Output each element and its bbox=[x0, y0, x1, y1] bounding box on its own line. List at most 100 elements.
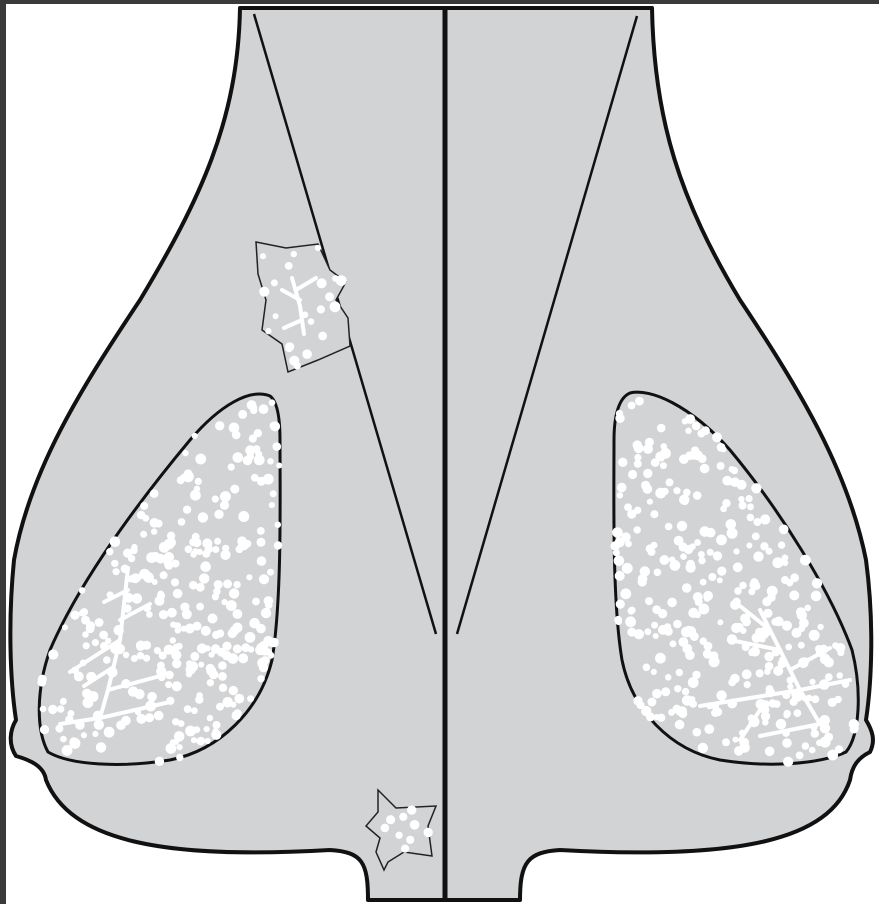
texture-dot bbox=[164, 539, 175, 550]
texture-dot bbox=[205, 545, 213, 553]
texture-dot bbox=[751, 483, 761, 493]
texture-dot bbox=[214, 538, 221, 545]
texture-dot bbox=[238, 653, 248, 663]
texture-dot bbox=[706, 528, 716, 538]
texture-dot bbox=[136, 714, 146, 724]
texture-dot bbox=[146, 611, 153, 618]
texture-dot bbox=[185, 546, 193, 554]
texture-dot bbox=[395, 832, 402, 839]
texture-dot bbox=[105, 638, 111, 644]
texture-dot bbox=[80, 608, 88, 616]
texture-dot bbox=[285, 344, 293, 352]
texture-dot bbox=[259, 663, 268, 672]
texture-dot bbox=[181, 626, 187, 632]
texture-dot bbox=[646, 712, 655, 721]
texture-dot bbox=[275, 522, 281, 528]
texture-dot bbox=[79, 587, 86, 594]
texture-dot bbox=[650, 510, 658, 518]
texture-dot bbox=[695, 598, 703, 606]
texture-dot bbox=[729, 466, 735, 472]
texture-dot bbox=[106, 548, 113, 555]
texture-dot bbox=[811, 730, 819, 738]
texture-dot bbox=[317, 305, 325, 313]
texture-dot bbox=[212, 546, 219, 553]
texture-dot bbox=[787, 684, 793, 690]
texture-dot bbox=[226, 600, 237, 611]
texture-dot bbox=[171, 578, 179, 586]
texture-dot bbox=[184, 705, 192, 713]
texture-dot bbox=[701, 426, 710, 435]
texture-dot bbox=[291, 251, 297, 257]
texture-dot bbox=[95, 619, 103, 627]
texture-dot bbox=[48, 649, 58, 659]
texture-dot bbox=[259, 287, 269, 297]
texture-dot bbox=[682, 688, 689, 695]
texture-dot bbox=[674, 685, 681, 692]
texture-dot bbox=[750, 647, 760, 657]
texture-dot bbox=[213, 721, 221, 729]
texture-dot bbox=[234, 694, 244, 704]
texture-dot bbox=[233, 581, 240, 588]
texture-dot bbox=[233, 452, 244, 463]
texture-dot bbox=[761, 712, 770, 721]
texture-dot bbox=[260, 253, 266, 259]
texture-dot bbox=[193, 622, 202, 631]
texture-dot bbox=[241, 643, 250, 652]
texture-dot bbox=[273, 313, 279, 319]
texture-dot bbox=[659, 455, 665, 461]
texture-dot bbox=[722, 738, 730, 746]
texture-dot bbox=[617, 483, 627, 493]
texture-dot bbox=[154, 711, 164, 721]
texture-dot bbox=[196, 603, 204, 611]
texture-dot bbox=[136, 642, 145, 651]
texture-dot bbox=[229, 423, 240, 434]
texture-dot bbox=[198, 512, 208, 522]
texture-dot bbox=[675, 720, 685, 730]
texture-dot bbox=[218, 661, 227, 670]
texture-dot bbox=[772, 557, 783, 568]
texture-dot bbox=[198, 662, 204, 668]
texture-dot bbox=[668, 709, 675, 716]
texture-dot bbox=[628, 470, 637, 479]
texture-dot bbox=[259, 574, 269, 584]
texture-dot bbox=[212, 593, 219, 600]
texture-dot bbox=[707, 549, 714, 556]
texture-dot bbox=[828, 698, 837, 707]
texture-dot bbox=[229, 588, 239, 598]
texture-dot bbox=[233, 644, 242, 653]
texture-dot bbox=[207, 715, 213, 721]
texture-dot bbox=[820, 737, 831, 748]
texture-dot bbox=[165, 681, 172, 688]
texture-dot bbox=[69, 738, 80, 749]
texture-dot bbox=[150, 489, 159, 498]
texture-dot bbox=[147, 692, 157, 702]
texture-dot bbox=[220, 491, 231, 502]
texture-dot bbox=[160, 571, 168, 579]
texture-dot bbox=[399, 813, 407, 821]
texture-dot bbox=[186, 671, 192, 677]
texture-dot bbox=[752, 533, 760, 541]
texture-dot bbox=[610, 541, 619, 550]
texture-dot bbox=[756, 669, 764, 677]
texture-dot bbox=[802, 742, 810, 750]
texture-dot bbox=[733, 548, 739, 554]
texture-dot bbox=[267, 458, 274, 465]
texture-dot bbox=[664, 623, 671, 630]
texture-dot bbox=[424, 828, 433, 837]
texture-dot bbox=[679, 542, 688, 551]
texture-dot bbox=[726, 478, 733, 485]
texture-dot bbox=[173, 589, 183, 599]
texture-dot bbox=[191, 707, 198, 714]
texture-dot bbox=[247, 695, 254, 702]
texture-dot bbox=[103, 656, 111, 664]
texture-dot bbox=[695, 612, 701, 618]
texture-dot bbox=[265, 328, 271, 334]
texture-dot bbox=[104, 727, 115, 738]
texture-dot bbox=[62, 624, 68, 630]
texture-dot bbox=[811, 695, 819, 703]
texture-dot bbox=[651, 669, 657, 675]
texture-dot bbox=[270, 421, 280, 431]
texture-dot bbox=[837, 649, 844, 656]
texture-dot bbox=[676, 669, 683, 676]
